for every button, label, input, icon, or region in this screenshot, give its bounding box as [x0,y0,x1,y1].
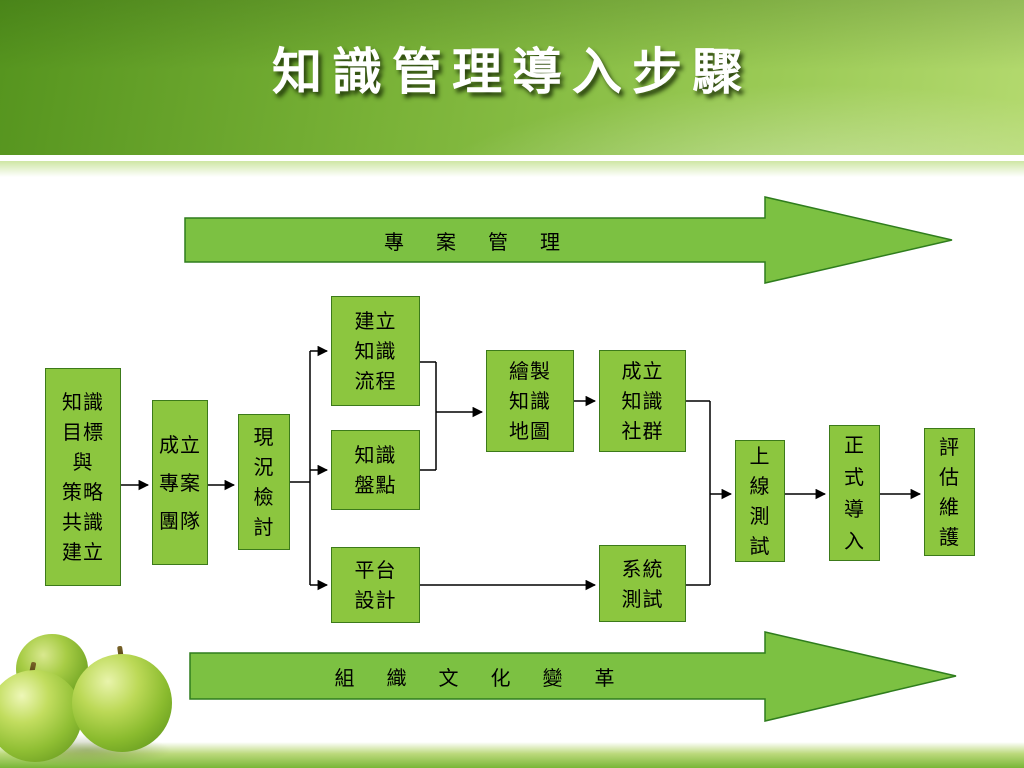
apple-front-left [0,670,82,762]
flow-box-knowledge-map: 繪製 知識 地圖 [486,350,574,452]
project-management-banner-label: 專 案 管 理 [384,229,566,254]
flow-box-knowledge-community: 成立 知識 社群 [599,350,686,452]
header-fade-strip [0,161,1024,177]
green-apples-image [0,596,200,768]
flow-box-label: 知識 目標 與 策略 共識 建立 [62,390,104,564]
flow-box-online-test: 上 線 測 試 [735,440,785,562]
flow-box-label: 繪製 知識 地圖 [509,359,551,443]
flow-box-label: 建立 知識 流程 [354,309,397,393]
flow-box-label: 成立 專案 團隊 [159,432,201,533]
flow-box-knowledge-process: 建立 知識 流程 [331,296,420,406]
flow-box-label: 上 線 測 試 [749,444,771,558]
flow-box-label: 正 式 導 入 [844,433,865,553]
flow-box-label: 成立 知識 社群 [621,359,664,443]
bottom-gradient-band [0,742,1024,768]
flow-box-system-test: 系統 測試 [599,545,686,622]
flow-box-label: 現 況 檢 討 [253,425,275,539]
flow-box-official-launch: 正 式 導 入 [829,425,880,561]
flow-box-label: 知識 盤點 [354,443,397,497]
slide-title: 知識管理導入步驟 [272,42,752,101]
flow-box-label: 評 估 維 護 [939,435,960,549]
flow-box-label: 平台 設計 [354,558,397,612]
flow-box-current-status-review: 現 況 檢 討 [238,414,290,550]
header-band [0,0,1024,158]
flow-box-project-team: 成立 專案 團隊 [152,400,208,565]
apple-front-right [72,654,172,752]
flow-box-label: 系統 測試 [621,556,664,611]
flow-box-knowledge-inventory: 知識 盤點 [331,430,420,510]
culture-change-banner-label: 組 織 文 化 變 革 [334,666,621,690]
flow-box-evaluate-maintain: 評 估 維 護 [924,428,975,556]
flow-box-knowledge-goal: 知識 目標 與 策略 共識 建立 [45,368,121,586]
flow-box-platform-design: 平台 設計 [331,547,420,623]
